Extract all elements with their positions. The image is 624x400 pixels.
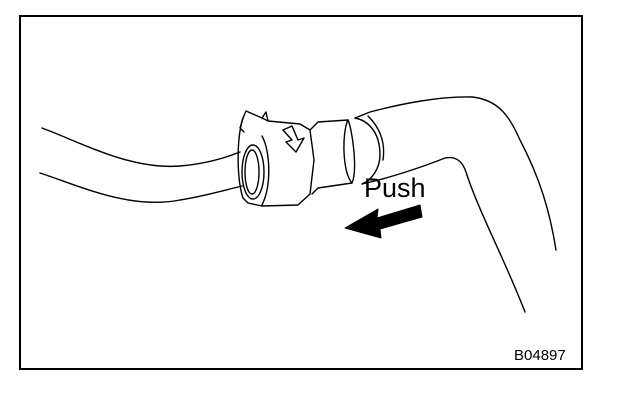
connector-tab — [239, 111, 269, 133]
hose-end-bead-inner — [367, 115, 385, 161]
figure-code: B04897 — [514, 347, 566, 364]
push-label: Push — [364, 173, 426, 203]
pipe-upper-edge — [41, 127, 241, 168]
fitting-seam — [343, 119, 353, 184]
hose-end-bead — [354, 117, 381, 185]
collar-arrow-marking-icon — [282, 125, 305, 153]
push-arrow-icon — [344, 204, 423, 239]
fitting-body — [309, 119, 356, 195]
collar-ring-line — [261, 135, 270, 206]
connector-collar — [237, 110, 315, 207]
figure-frame — [19, 15, 583, 370]
hose-upper-edge — [354, 96, 557, 251]
hose-lower-edge — [361, 156, 526, 313]
pipe-end-opening — [241, 144, 265, 200]
pipe-end-inner — [244, 149, 260, 195]
pipe-lower-edge — [39, 172, 243, 204]
